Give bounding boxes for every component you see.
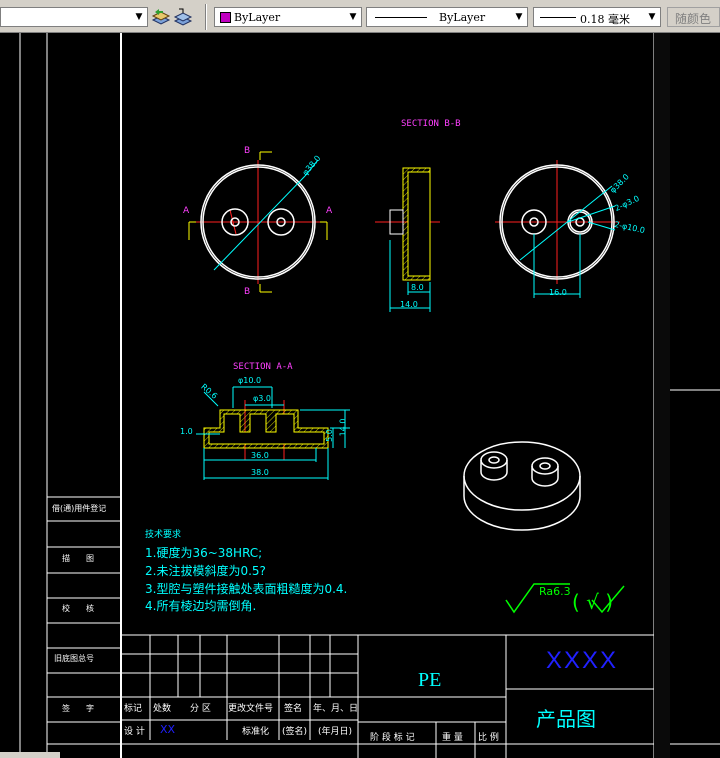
- color-combo[interactable]: ByLayer ▼: [214, 7, 362, 27]
- linetype-label: ByLayer: [439, 11, 486, 24]
- plotstyle-combo[interactable]: 随颜色: [667, 7, 720, 27]
- drawing-canvas[interactable]: SECTION B-B B B A A φ38.0 φ38.0 2-φ3.0 2…: [0, 33, 720, 758]
- section-markers: [188, 151, 328, 293]
- layer-combo-arrow-icon[interactable]: ▼: [135, 12, 143, 22]
- side-view: [389, 167, 431, 281]
- properties-toolbar: ▼ ByLayer ▼ ByLayer ▼ 0.18 毫米 ▼ 随颜色: [0, 0, 720, 33]
- plotstyle-label: 随颜色: [675, 12, 712, 26]
- toolbar-separator: [205, 4, 207, 30]
- linetype-combo-arrow-icon[interactable]: ▼: [515, 12, 523, 22]
- side-view-dims: [389, 240, 431, 312]
- lineweight-sample: [540, 17, 576, 18]
- lineweight-combo[interactable]: 0.18 毫米 ▼: [533, 7, 661, 27]
- lineweight-label: 0.18 毫米: [580, 13, 630, 26]
- status-bar-fragment: [0, 752, 60, 758]
- section-aa-view: [203, 409, 329, 449]
- make-object-layer-current-icon[interactable]: [151, 7, 171, 27]
- right-view-dims: [519, 185, 616, 298]
- drawing-svg: [19, 33, 720, 758]
- roughness-symbol: [505, 583, 625, 614]
- drawing-frame: [19, 33, 720, 758]
- layer-previous-icon[interactable]: [173, 7, 193, 27]
- color-combo-arrow-icon[interactable]: ▼: [349, 12, 357, 22]
- front-view: [200, 164, 316, 280]
- vertical-scrollbar[interactable]: [654, 33, 670, 758]
- lineweight-combo-arrow-icon[interactable]: ▼: [648, 12, 656, 22]
- isometric-view: [463, 441, 581, 531]
- front-view-annotations: [213, 159, 319, 271]
- title-block-lines: [121, 33, 655, 758]
- linetype-sample: [375, 17, 427, 18]
- layer-combo[interactable]: ▼: [0, 7, 148, 27]
- linetype-combo[interactable]: ByLayer ▼: [366, 7, 528, 27]
- color-swatch: [220, 12, 231, 23]
- left-strip: [47, 496, 121, 723]
- section-aa-dims: [196, 386, 350, 480]
- color-label: ByLayer: [234, 11, 281, 24]
